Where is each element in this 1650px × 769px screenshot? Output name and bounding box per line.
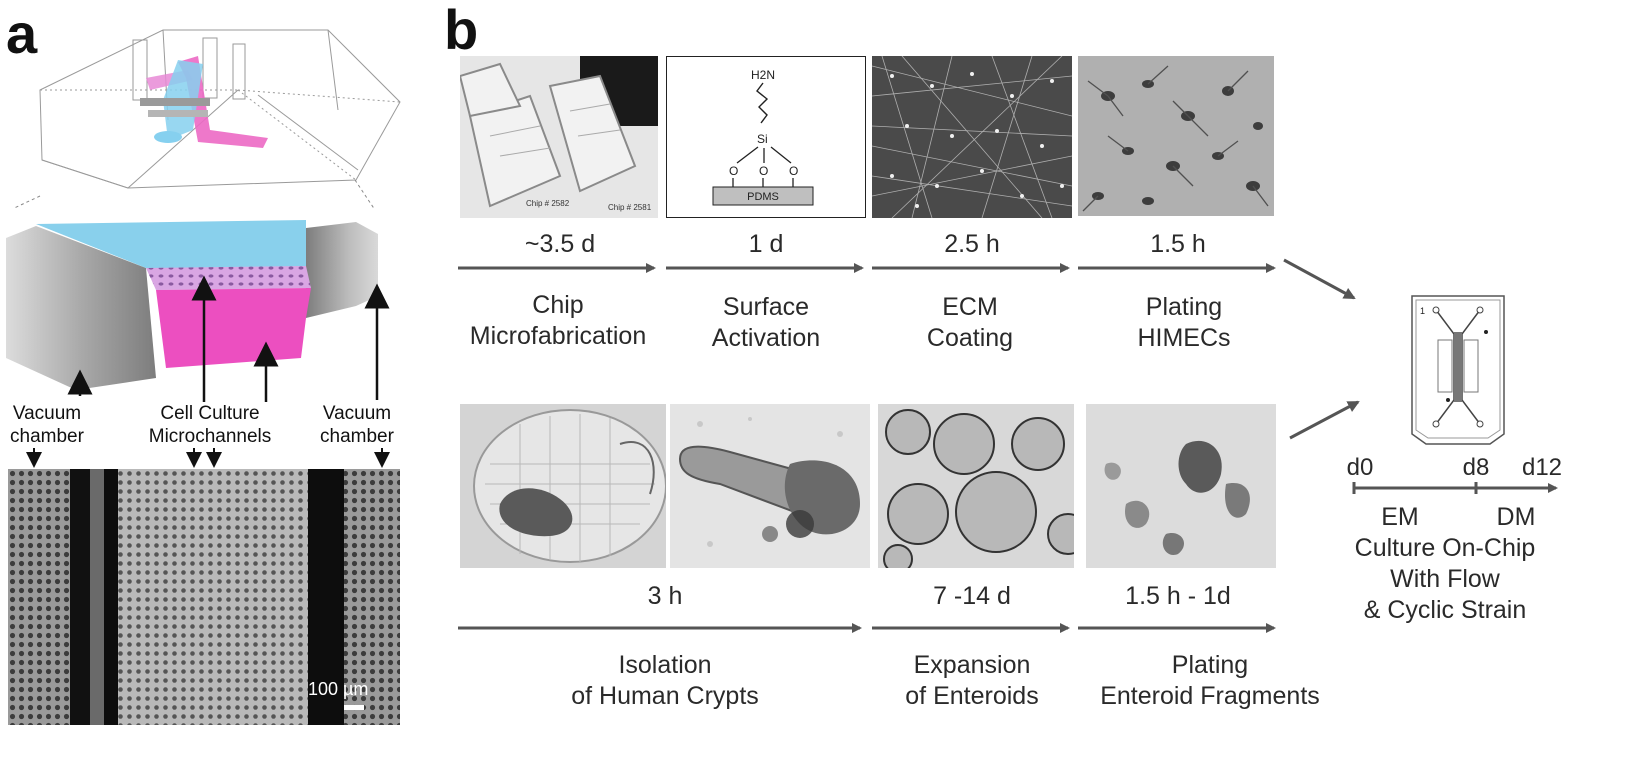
oxygen-3: O (789, 164, 798, 178)
zoom-lines (9, 179, 376, 211)
cell-culture-label: Cell Culture Microchannels (148, 403, 272, 447)
down-arrows (26, 448, 390, 468)
chip-schematic (39, 29, 401, 189)
photo-enteroid-fragments (1086, 404, 1276, 568)
converge-arrows (1283, 258, 1360, 440)
step-plating-himecs: Plating HIMECs (1137, 293, 1231, 352)
chip-number: 1 (1420, 306, 1425, 316)
tick-d0: d0 (1346, 454, 1374, 481)
chip-label-2: Chip # 2581 (608, 203, 652, 212)
oxygen-1: O (729, 164, 738, 178)
tick-d8: d8 (1462, 454, 1490, 481)
culture-on-chip-label: Culture On-Chip With Flow & Cyclic Strai… (1354, 534, 1536, 624)
organ-chip-icon: 1 (1411, 295, 1505, 445)
vacuum-chamber-right-label: Vacuum chamber (320, 403, 394, 447)
step-isolation-crypts: Isolation of Human Crypts (571, 651, 759, 710)
photo-tissue-dish (460, 404, 666, 568)
photo-enteroids (878, 404, 1074, 568)
em-label: EM (1381, 503, 1419, 531)
tick-d12: d12 (1521, 454, 1563, 481)
step-plating-fragments: Plating Enteroid Fragments (1100, 651, 1320, 710)
chip-label-1: Chip # 2582 (526, 199, 570, 208)
photo-crypt (670, 404, 870, 568)
step-ecm-coating: ECM Coating (926, 293, 1014, 352)
vacuum-chamber-left-label: Vacuum chamber (10, 403, 84, 447)
step-chip-microfabrication: Chip Microfabrication (469, 291, 647, 350)
time-fragments: 1.5 h - 1d (1125, 582, 1231, 610)
panel-a-letter: a (6, 2, 38, 65)
micrograph-membrane: 100 µm (8, 469, 400, 725)
photo-chips: Chip # 2582 Chip # 2581 (460, 56, 658, 218)
oxygen-2: O (759, 164, 768, 178)
time-crypts: 3 h (647, 582, 683, 610)
time-enteroids: 7 -14 d (933, 582, 1011, 610)
cross-section-arrows (67, 275, 390, 402)
dm-label: DM (1496, 503, 1536, 531)
cross-section (6, 208, 398, 396)
panel-b-letter: b (444, 0, 479, 61)
time-microfab: ~3.5 d (524, 230, 596, 258)
step-surface-activation: Surface Activation (711, 293, 821, 352)
photo-himecs (1078, 56, 1274, 216)
time-himecs: 1.5 h (1150, 230, 1206, 258)
chem-diagram: H2N Si O O O PDMS (666, 56, 866, 218)
scale-bar-label: 100 µm (308, 679, 369, 699)
culture-timeline-axis (1352, 482, 1558, 494)
time-ecm: 2.5 h (944, 230, 1000, 258)
amine-label: H2N (751, 68, 775, 82)
top-row-arrows (458, 263, 1276, 273)
photo-ecm (872, 56, 1072, 218)
time-activation: 1 d (748, 230, 784, 258)
pdms-label: PDMS (747, 191, 779, 203)
step-expansion-enteroids: Expansion of Enteroids (905, 651, 1039, 710)
scale-bar (344, 705, 364, 710)
bottom-row-arrows (458, 623, 1276, 633)
si-label: Si (757, 132, 768, 146)
